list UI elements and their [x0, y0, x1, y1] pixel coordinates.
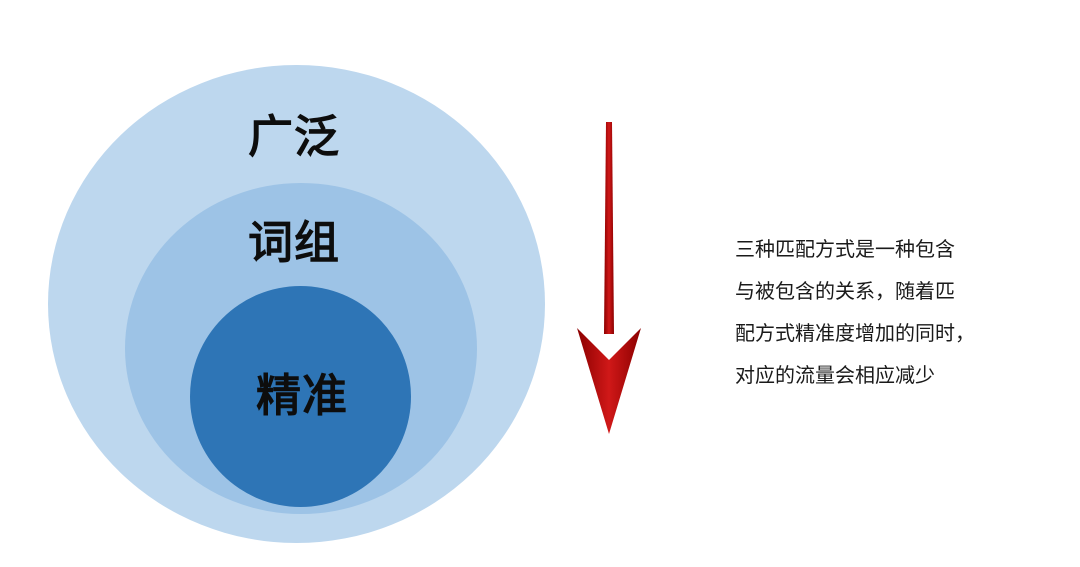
phrase-match-label: 词组 [247, 216, 341, 269]
description-line: 三种匹配方式是一种包含 [735, 237, 955, 261]
exact-match-circle [190, 286, 411, 507]
description-text: 三种匹配方式是一种包含 与被包含的关系，随着匹 配方式精准度增加的同时， 对应的… [735, 228, 1065, 396]
description-line: 配方式精准度增加的同时， [735, 321, 975, 345]
description-line: 与被包含的关系，随着匹 [735, 279, 955, 303]
arrow-shaft [604, 122, 614, 334]
description-line: 对应的流量会相应减少 [735, 363, 935, 387]
down-arrow-icon [577, 122, 641, 434]
exact-match-label: 精准 [255, 369, 349, 422]
broad-match-label: 广泛 [247, 110, 341, 163]
arrow-head [577, 328, 641, 434]
